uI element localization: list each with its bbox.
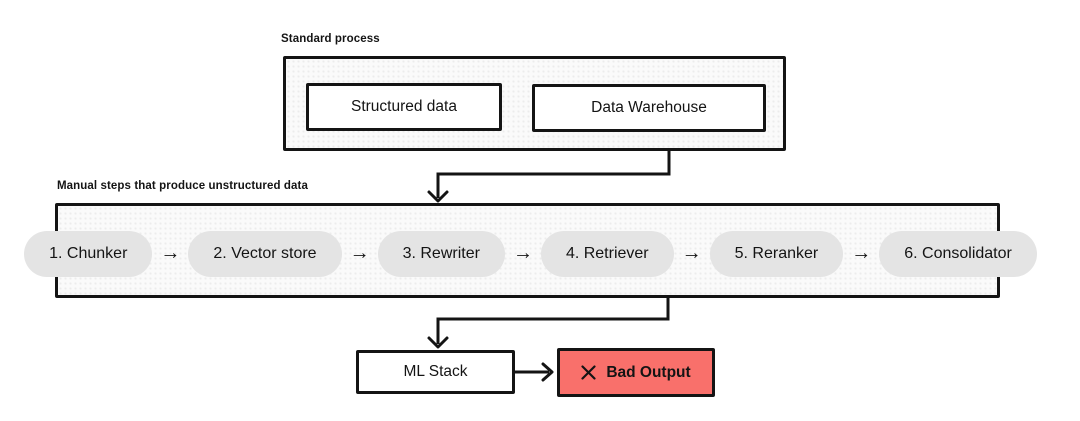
arrowhead-right-icon [541,362,554,382]
step-pill-reranker: 5. Reranker [709,230,844,277]
node-label: ML Stack [403,363,468,380]
right-arrow-icon: → [349,241,370,264]
node-data-warehouse: Data Warehouse [532,84,766,132]
right-arrow-icon: → [512,241,533,264]
step-pill-chunker: 1. Chunker [24,230,153,277]
node-structured-data: Structured data [306,83,502,131]
manual-steps-container: 1. Chunker → 2. Vector store → 3. Rewrit… [24,203,1037,298]
x-icon [581,365,596,380]
step-pill-retriever: 4. Retriever [540,230,674,277]
step-pill-consolidator: 6. Consolidator [879,230,1037,277]
node-label: Structured data [351,98,457,115]
steps-row: 1. Chunker → 2. Vector store → 3. Rewrit… [24,209,1037,298]
connector-warehouse-to-manual [436,150,671,198]
right-arrow-icon: → [681,241,702,264]
standard-process-label: Standard process [281,33,380,45]
manual-steps-label: Manual steps that produce unstructured d… [57,180,308,192]
arrowhead-down-icon [427,190,449,203]
node-label: Data Warehouse [591,99,707,116]
node-label: Bad Output [606,363,691,381]
right-arrow-icon: → [851,241,872,264]
step-pill-vector-store: 2. Vector store [188,230,342,277]
arrowhead-down-icon [427,336,449,349]
standard-process-container: Structured data Data Warehouse [283,56,786,151]
node-ml-stack: ML Stack [356,350,515,394]
step-pill-rewriter: 3. Rewriter [377,230,505,277]
right-arrow-icon: → [160,241,181,264]
connector-manual-to-mlstack [436,297,670,344]
node-bad-output: Bad Output [557,348,715,397]
